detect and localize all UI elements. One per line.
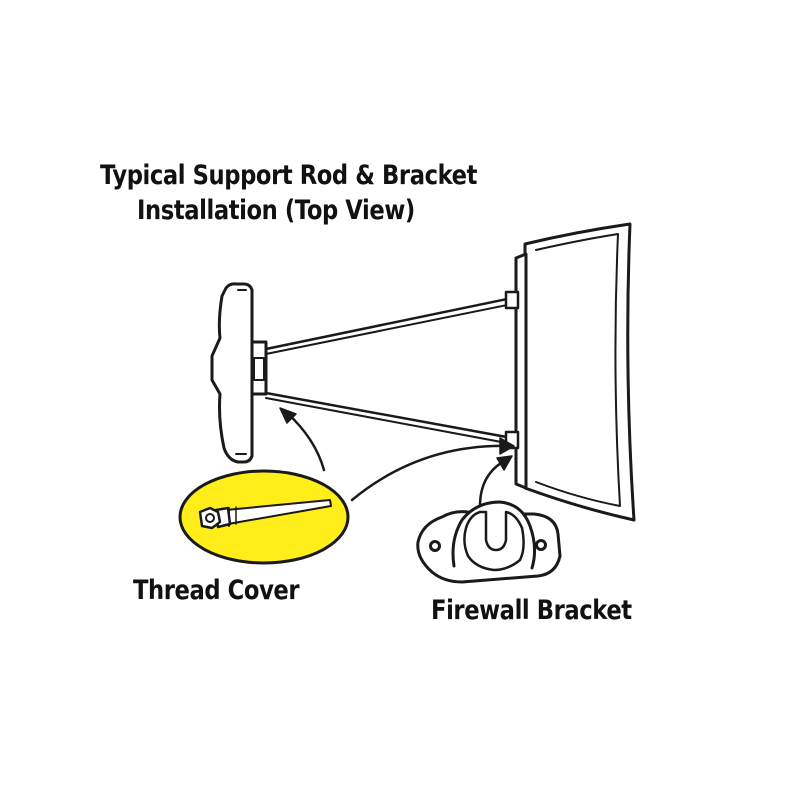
diagram-title-line-2: Installation (Top View): [137, 195, 415, 226]
thread-cover-label: Thread Cover: [133, 575, 300, 606]
firewall-bracket-label: Firewall Bracket: [431, 595, 632, 626]
thread-cover-callout-icon: [178, 469, 350, 565]
callout-arrows: [279, 407, 515, 508]
support-rods: [264, 296, 514, 445]
firewall-bracket-shape-icon: [416, 500, 562, 584]
radiator-support-shape-icon: [210, 282, 268, 464]
diagram-title-line-1: Typical Support Rod & Bracket: [100, 160, 478, 191]
firewall-panel-shape-icon: [504, 222, 636, 522]
